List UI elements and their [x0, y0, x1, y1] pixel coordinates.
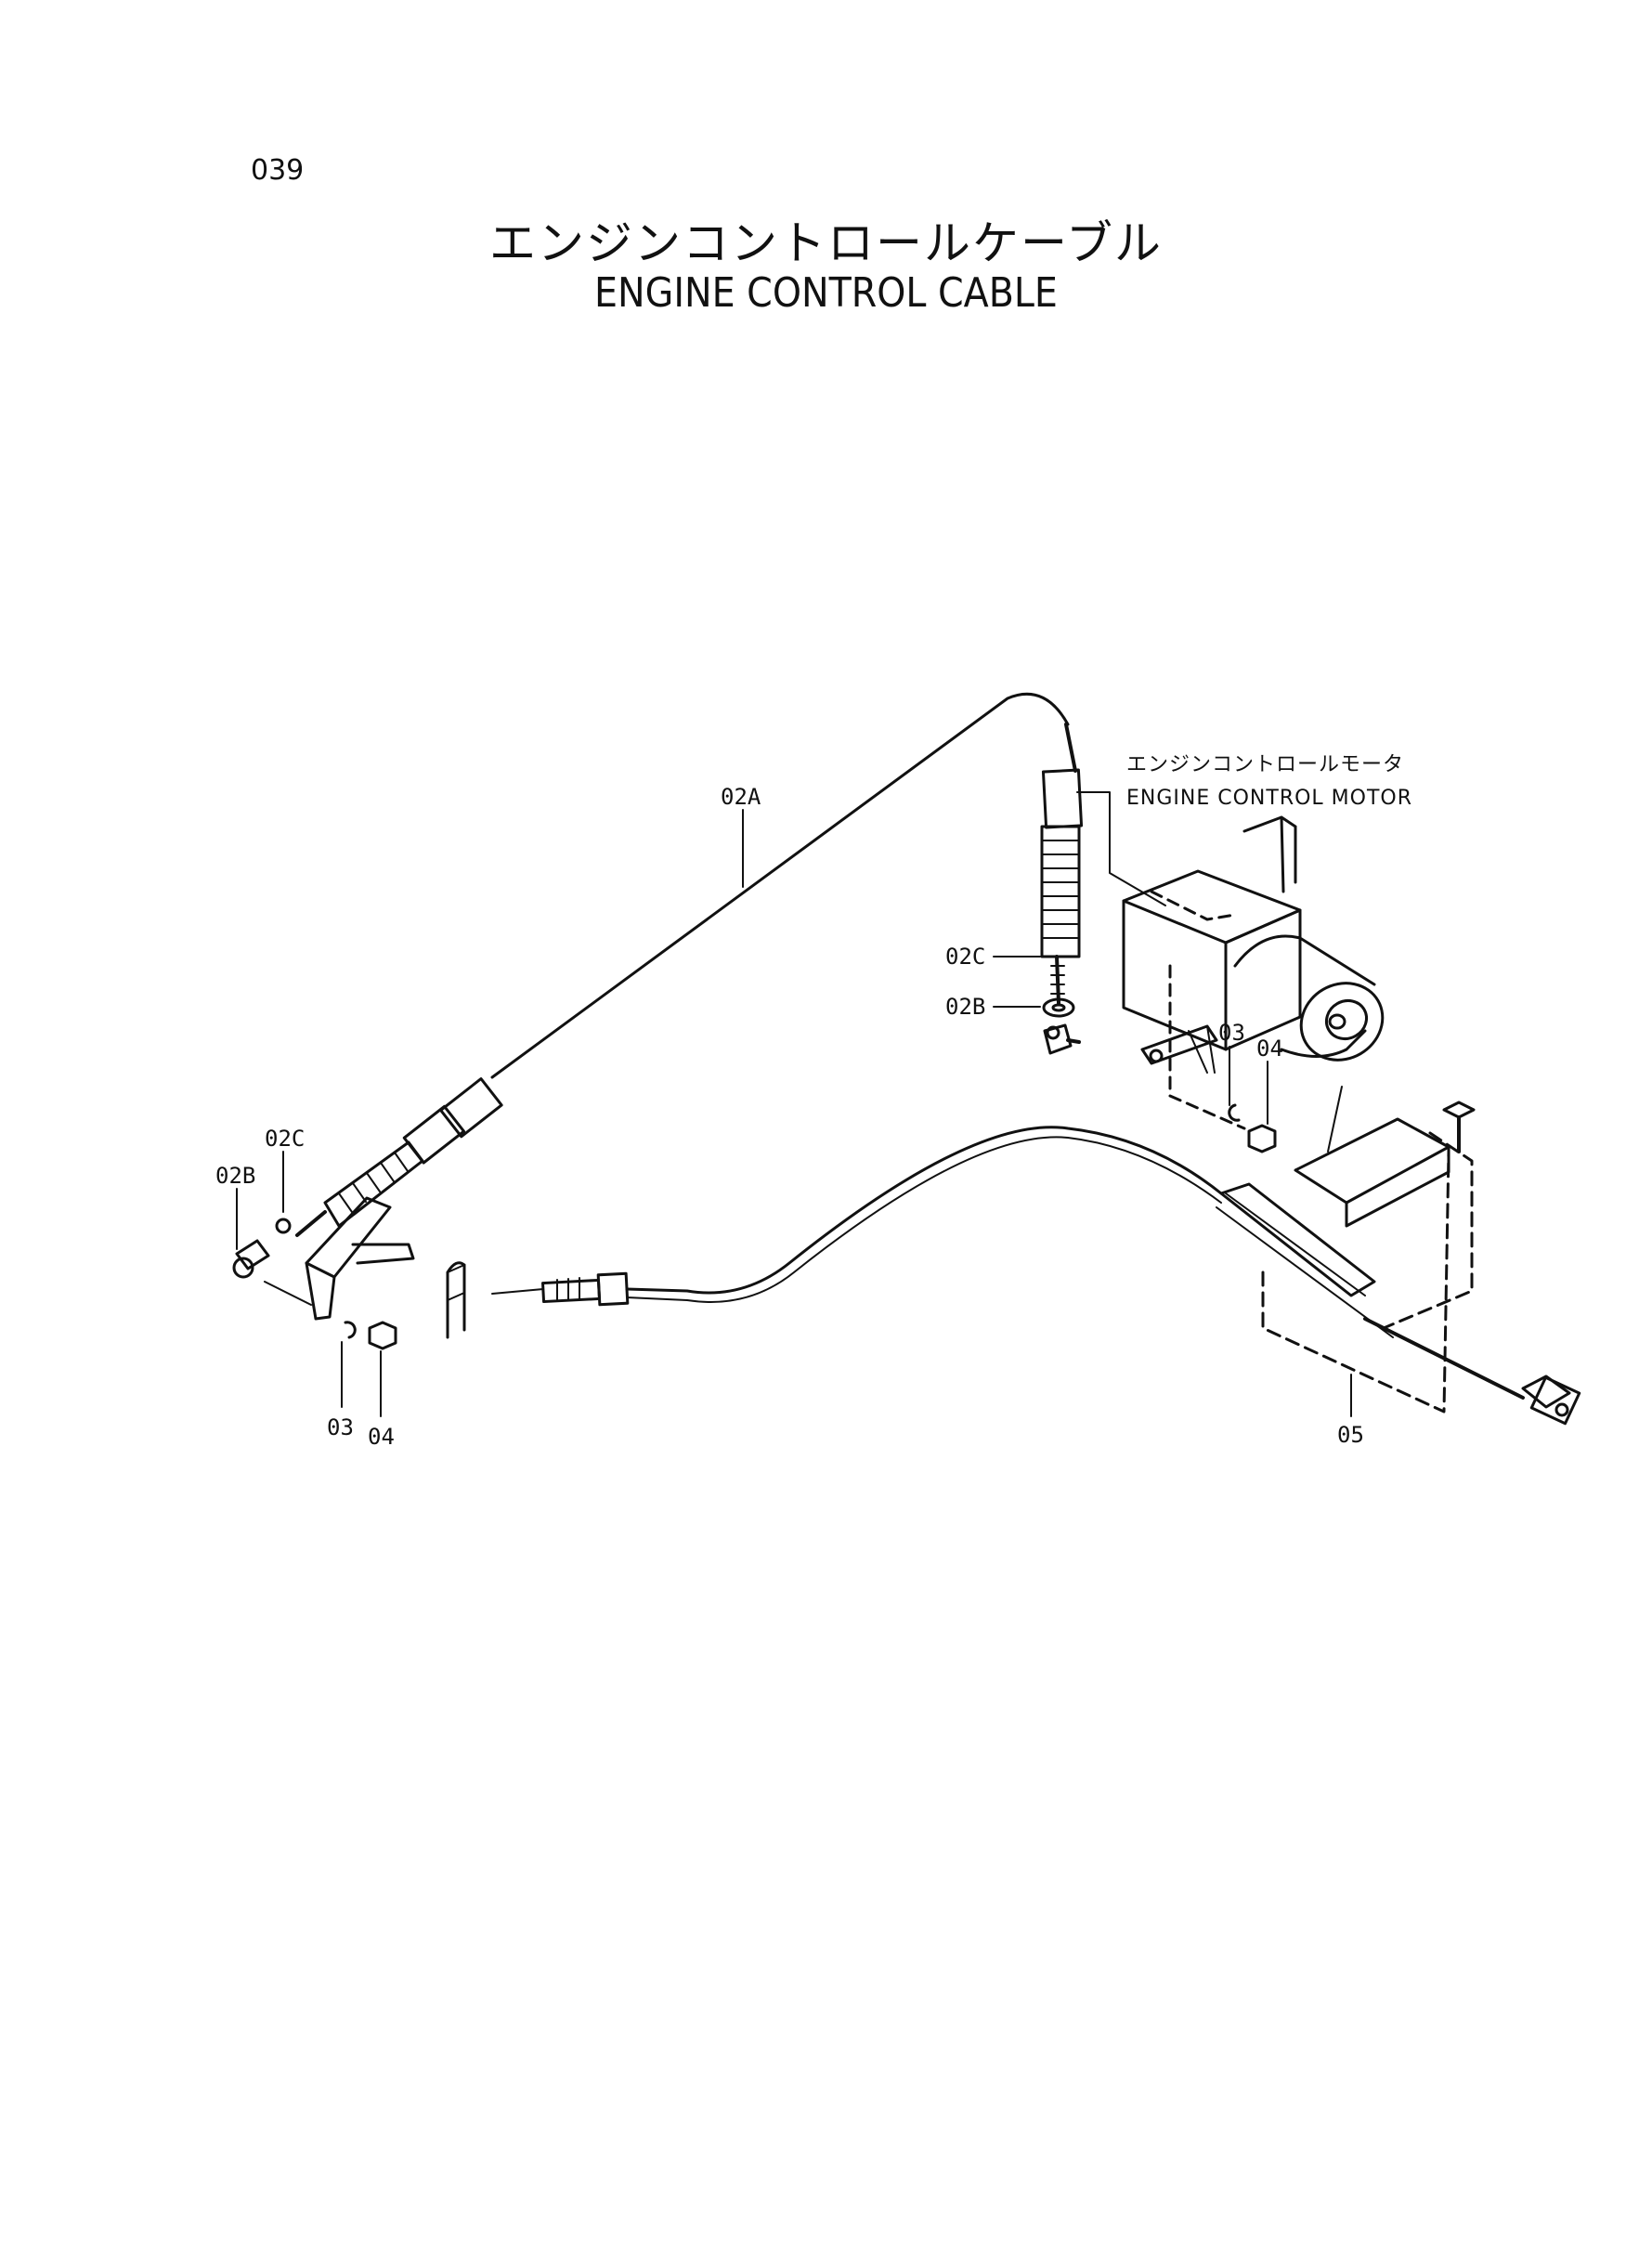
motor-label-english: ENGINE CONTROL MOTOR: [1126, 787, 1412, 810]
page-title-japanese: エンジンコントロールケーブル: [489, 216, 1163, 270]
callout-05: 05: [1337, 1422, 1364, 1448]
callout-02a: 02A: [721, 784, 761, 810]
callout-02c-left: 02C: [265, 1126, 305, 1152]
engine-control-motor-drawing: [1042, 791, 1385, 1153]
cable-05-drawing: [491, 1101, 1581, 1426]
callout-03-bottom: 03: [327, 1414, 354, 1440]
callout-02b-left: 02B: [215, 1163, 255, 1189]
lever-assembly-drawing: [232, 1196, 466, 1350]
callout-04-bottom: 04: [368, 1424, 395, 1450]
callout-02c-top: 02C: [945, 944, 985, 970]
cable-02a-drawing: [295, 692, 1084, 1237]
leader-lines: [236, 809, 1352, 1417]
page-title-english: ENGINE CONTROL CABLE: [594, 269, 1058, 317]
callout-04-top: 04: [1256, 1036, 1283, 1062]
callout-03-top: 03: [1218, 1020, 1245, 1046]
callout-02b-top: 02B: [945, 994, 985, 1020]
page-number: 039: [251, 154, 305, 187]
motor-label-japanese: エンジンコントロールモータ: [1126, 753, 1404, 776]
